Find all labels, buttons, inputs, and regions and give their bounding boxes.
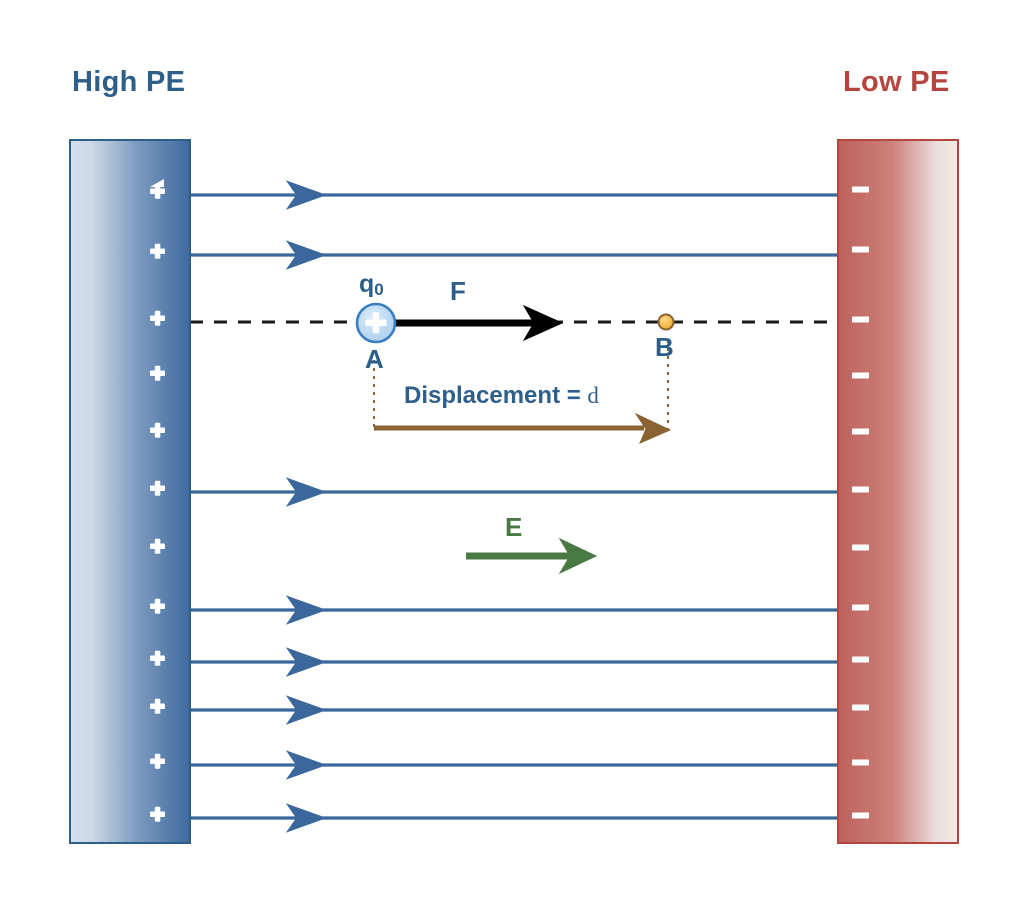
field-line xyxy=(190,240,838,270)
field-label: E xyxy=(505,512,523,542)
force-label: F xyxy=(450,276,466,306)
positive-plate xyxy=(69,139,191,844)
displacement-variable: d xyxy=(587,383,599,408)
low-pe-label: Low PE xyxy=(843,66,950,98)
field-line xyxy=(190,695,838,725)
plus-icon xyxy=(365,312,387,334)
displacement-label: Displacement = d xyxy=(404,384,599,408)
point-b-marker xyxy=(657,313,675,331)
displacement-arrow xyxy=(374,412,672,444)
point-a-label: A xyxy=(365,344,384,374)
point-b-label: B xyxy=(655,332,674,362)
charge-label: q0 xyxy=(359,270,384,299)
force-arrow xyxy=(390,304,564,342)
field-line xyxy=(190,750,838,780)
displacement-guides xyxy=(373,340,669,429)
field-line xyxy=(190,647,838,677)
field-line-group xyxy=(190,180,838,833)
test-charge-q0 xyxy=(355,302,397,344)
field-line xyxy=(190,477,838,507)
field-line xyxy=(190,180,838,210)
charge-label-subscript: 0 xyxy=(374,280,384,299)
negative-charge-symbols xyxy=(852,186,869,819)
high-pe-label: High PE xyxy=(72,66,186,98)
field-line xyxy=(190,595,838,625)
displacement-label-text: Displacement = xyxy=(404,382,588,409)
negative-plate xyxy=(837,139,959,844)
field-vector-arrow xyxy=(466,537,598,575)
charge-label-base: q xyxy=(359,270,375,298)
field-line xyxy=(190,803,838,833)
positive-charge-symbols xyxy=(150,179,165,822)
